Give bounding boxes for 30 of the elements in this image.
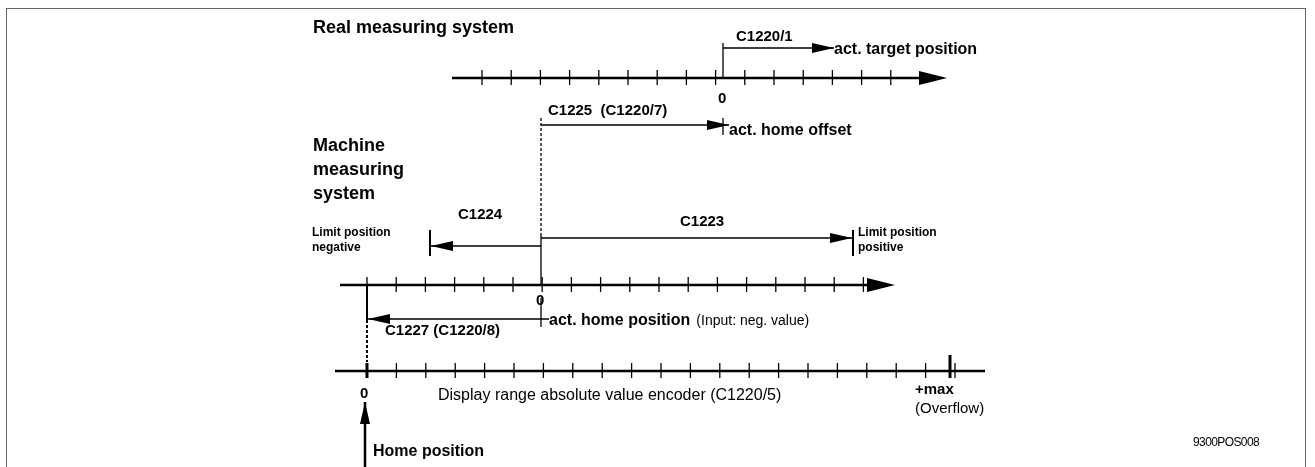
edge-label: C1220/1 (736, 28, 793, 45)
position-label: act. home offset (729, 120, 852, 140)
dimension-arrow (360, 402, 370, 467)
edge-label: C1224 (458, 206, 503, 223)
home-reference-line (366, 285, 368, 362)
position-label: act. home position (549, 310, 691, 330)
text-label: (Overflow) (915, 399, 985, 417)
dimension-arrow (430, 241, 542, 251)
edge-label: C1223 (680, 213, 725, 230)
text-label: 0 (718, 89, 727, 107)
dimension-arrow (540, 120, 730, 130)
text-label: Display range absolute value encoder (C1220/5) (438, 385, 782, 405)
limit-label: Limit position negative (312, 225, 392, 255)
limit-label: Limit position positive (858, 225, 938, 255)
text-label: Machine measuring system (313, 134, 406, 205)
limit-mark (429, 230, 431, 256)
dimension-arrow (367, 314, 550, 324)
input-note: (Input: neg. value) (696, 312, 810, 329)
edge-label: C1225 (C1220/7) (548, 102, 668, 119)
text-label: 0 (536, 291, 545, 309)
dimension-arrow (722, 43, 835, 53)
limit-mark (852, 230, 854, 256)
dimension-arrow (540, 233, 853, 243)
text-label: Home position (373, 441, 485, 461)
position-label: act. target position (834, 39, 978, 59)
text-label: +max (915, 380, 954, 398)
text-label: Real measuring system (313, 17, 515, 39)
figure-code: 9300POS008 (1193, 435, 1260, 450)
edge-label: C1227 (C1220/8) (385, 322, 501, 339)
position-label: 0 (360, 384, 369, 402)
